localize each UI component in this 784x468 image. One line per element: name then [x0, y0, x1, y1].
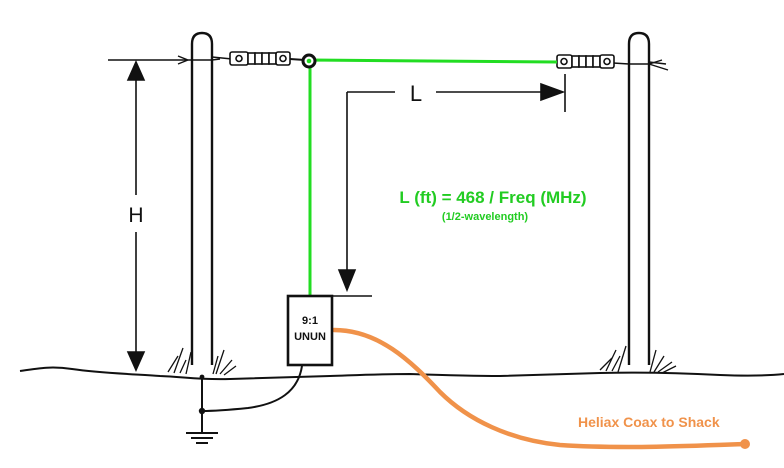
right-insulator	[556, 54, 615, 69]
feed-point-dot	[306, 58, 312, 64]
right-pole	[627, 31, 651, 365]
unun-box: 9:1 UNUN	[286, 294, 334, 367]
formula-note: (1/2-wavelength)	[442, 211, 529, 223]
right-grass-tuft	[599, 345, 677, 374]
ground-symbol-icon	[186, 432, 218, 444]
length-dimension	[330, 74, 566, 297]
right-rope-tie	[612, 59, 669, 71]
height-dimension	[108, 59, 186, 372]
length-label: L	[410, 81, 422, 106]
ground-junction-dot	[198, 407, 206, 415]
pole-base-dot	[199, 374, 205, 380]
coax-end-dot	[740, 439, 750, 449]
left-rope-tie	[177, 55, 233, 65]
formula-text: L (ft) = 468 / Freq (MHz)	[399, 188, 586, 207]
left-pole	[190, 31, 214, 365]
coax-cable	[331, 327, 748, 450]
ground-line	[19, 366, 784, 381]
unun-ratio-label: 9:1	[302, 315, 318, 327]
ground-wire	[201, 365, 303, 432]
unun-name-label: UNUN	[294, 331, 326, 343]
coax-label: Heliax Coax to Shack	[578, 414, 720, 430]
left-insulator	[229, 51, 291, 66]
height-label: H	[128, 204, 143, 227]
left-grass-tuft	[167, 347, 237, 376]
